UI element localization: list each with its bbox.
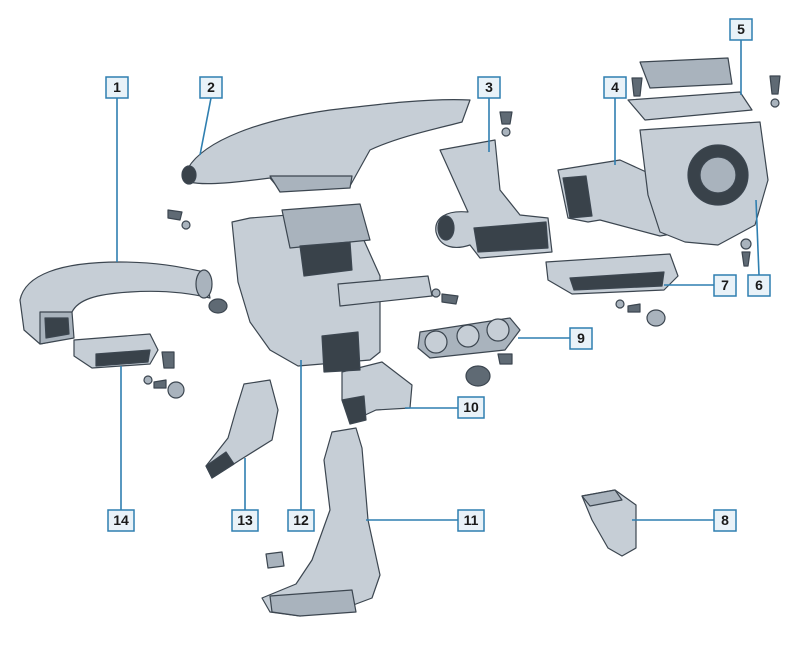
- part-3-screws: [499, 111, 513, 137]
- callout-13: 13: [231, 509, 259, 532]
- part-9-vent-panel: [417, 317, 521, 365]
- part-3-center-duct: [435, 139, 553, 259]
- callout-8: 8: [713, 509, 737, 532]
- part-5-screws: [631, 75, 781, 108]
- callout-2-label: 2: [207, 79, 215, 95]
- part-2-manifold: [181, 99, 471, 193]
- callout-10-label: 10: [463, 399, 479, 415]
- part-5-cover: [627, 57, 753, 121]
- callout-14-label: 14: [113, 512, 129, 528]
- part-7-screw: [615, 299, 666, 327]
- callout-11-label: 11: [464, 512, 479, 528]
- callout-13-label: 13: [237, 512, 253, 528]
- callout-3-label: 3: [485, 79, 493, 95]
- part-12-heater-box: [208, 203, 433, 373]
- callout-9: 9: [569, 327, 593, 350]
- callout-2: 2: [199, 76, 223, 99]
- part-10-elbow: [341, 361, 413, 425]
- callout-5-label: 5: [737, 21, 745, 37]
- part-9-knob: [465, 365, 491, 387]
- callout-9-label: 9: [577, 330, 585, 346]
- callout-7: 7: [713, 274, 737, 297]
- callout-10: 10: [457, 396, 485, 419]
- part-6-screw: [740, 238, 752, 267]
- callout-8-label: 8: [721, 512, 729, 528]
- part-1-air-duct: [19, 261, 213, 345]
- part-14-screw: [143, 375, 185, 399]
- callout-6: 6: [747, 274, 771, 297]
- part-13-small-duct: [205, 379, 279, 479]
- callout-12: 12: [287, 509, 315, 532]
- callout-4-label: 4: [611, 79, 619, 95]
- callout-7-label: 7: [721, 277, 729, 293]
- part-6-blower-housing: [639, 121, 769, 246]
- callout-11: 11: [457, 509, 485, 532]
- leader-lines: [116, 40, 760, 521]
- callout-14: 14: [107, 509, 135, 532]
- callout-1-label: 1: [113, 79, 121, 95]
- callout-12-label: 12: [293, 512, 309, 528]
- callout-6-label: 6: [755, 277, 763, 293]
- part-12-screws: [167, 209, 459, 305]
- clip-fastener: [265, 551, 285, 569]
- part-11-floor-duct: [261, 427, 381, 617]
- callout-5: 5: [729, 18, 753, 41]
- callout-1: 1: [105, 76, 129, 99]
- callout-4: 4: [603, 76, 627, 99]
- part-14-left-vent: [73, 333, 175, 369]
- part-8-small-duct: [581, 489, 637, 557]
- part-7-side-vent: [545, 253, 679, 295]
- callout-3: 3: [477, 76, 501, 99]
